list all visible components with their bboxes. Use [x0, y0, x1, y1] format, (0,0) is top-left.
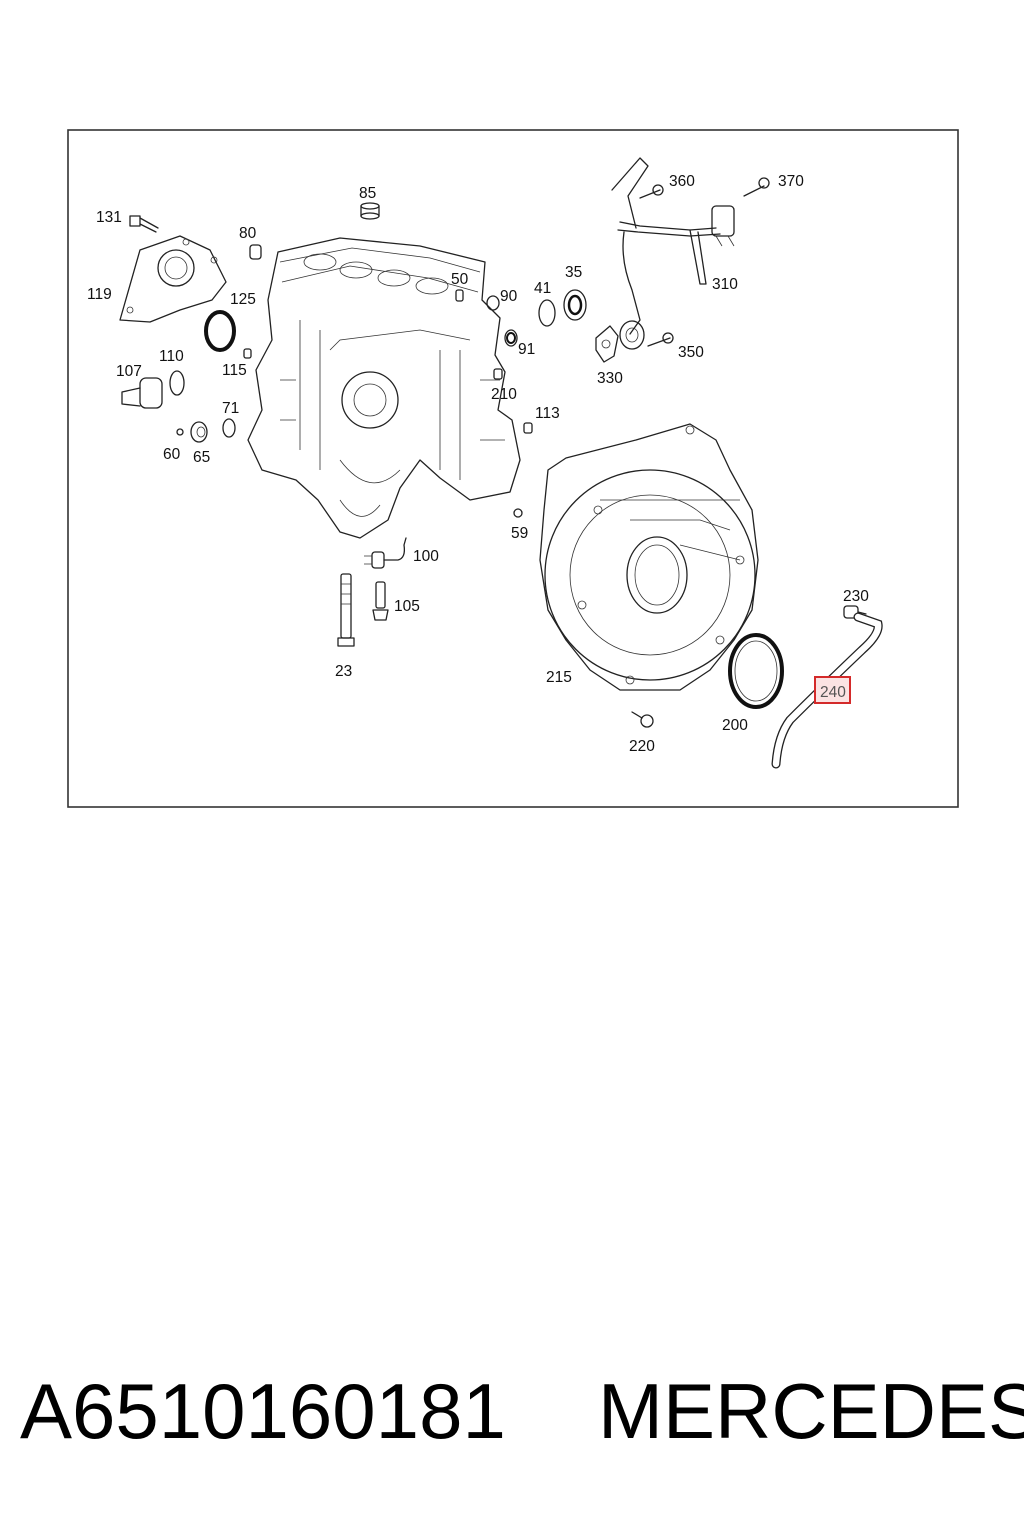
callout-240: 240: [820, 684, 846, 701]
callout-71: 71: [222, 400, 239, 417]
o-ring-71: [222, 418, 236, 438]
screw-220: [631, 711, 654, 728]
pin-113: [523, 422, 533, 434]
engine-block: [247, 237, 521, 539]
callout-41: 41: [534, 280, 551, 297]
callout-360: 360: [669, 173, 695, 190]
bolt-360: [639, 184, 664, 199]
callout-50: 50: [451, 271, 469, 288]
part-60: [176, 428, 184, 436]
pipe-bracket-310: [611, 157, 735, 350]
callout-35: 35: [565, 264, 582, 281]
callout-23: 23: [335, 663, 352, 680]
o-ring-41: [538, 299, 556, 327]
sensor-100: [364, 537, 407, 569]
callout-91: 91: [518, 341, 535, 358]
callout-110: 110: [159, 348, 184, 365]
sensor-105: [372, 581, 389, 621]
callout-215: 215: [546, 669, 572, 686]
plug-65: [190, 421, 208, 443]
callout-131: 131: [96, 209, 122, 226]
fitting-230: [843, 605, 867, 619]
sleeve-85: [360, 202, 380, 220]
seal-ring-200-inner: [734, 640, 778, 702]
cover-119: [119, 235, 227, 323]
callout-113: 113: [535, 405, 560, 422]
o-ring-110: [169, 370, 185, 396]
callout-105: 105: [394, 598, 420, 615]
sleeve-80: [249, 244, 262, 260]
callout-210: 210: [491, 386, 517, 403]
callout-100: 100: [413, 548, 439, 565]
callout-115: 115: [222, 362, 247, 379]
caption: A6510160181 MERCEDES: [20, 1367, 1024, 1472]
ring-91-outer: [506, 332, 516, 344]
callout-119: 119: [87, 286, 112, 303]
callout-107: 107: [116, 363, 142, 380]
gasket-330: [595, 325, 619, 363]
pin-115: [243, 348, 252, 359]
pin-210: [493, 368, 503, 380]
callout-65: 65: [193, 449, 210, 466]
callout-90: 90: [500, 288, 518, 305]
housing-215: [539, 423, 759, 691]
callout-220: 220: [629, 738, 655, 755]
callout-59: 59: [511, 525, 528, 542]
callout-330: 330: [597, 370, 623, 387]
diagram-frame: [67, 129, 959, 808]
highlight-box: [814, 676, 851, 704]
callout-60: 60: [163, 446, 181, 463]
seal-35: [563, 289, 587, 321]
bolt-370: [743, 177, 770, 197]
plug-90: [486, 295, 500, 311]
callout-200: 200: [722, 717, 748, 734]
seal-ring-200: [728, 633, 784, 709]
callout-310: 310: [712, 276, 738, 293]
part-number: A6510160181: [20, 1367, 506, 1455]
callout-80: 80: [239, 225, 257, 242]
bolt-350: [647, 332, 674, 347]
ring-91: [504, 329, 518, 347]
pin-50: [455, 289, 464, 302]
callout-370: 370: [778, 173, 804, 190]
bolt-23: [337, 573, 355, 647]
callout-125: 125: [230, 291, 256, 308]
part-59: [513, 508, 523, 518]
callout-230: 230: [843, 588, 869, 605]
bolt-131: [129, 215, 159, 233]
seal-ring-125: [204, 310, 236, 352]
callout-350: 350: [678, 344, 704, 361]
brand-name: MERCEDES: [598, 1367, 1024, 1455]
part-107: [121, 377, 163, 409]
callout-85: 85: [359, 185, 376, 202]
